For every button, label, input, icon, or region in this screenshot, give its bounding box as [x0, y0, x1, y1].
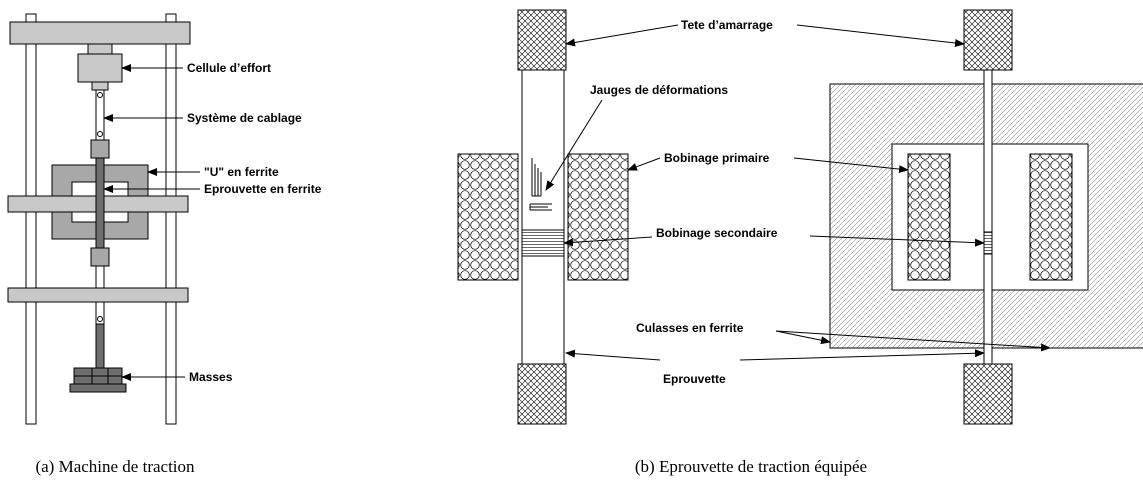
mass-plate — [73, 375, 123, 385]
strain-gauges — [529, 158, 552, 211]
primary-coil-section-right — [1029, 153, 1073, 281]
traction-machine-figure: Cellule d’effort Système de cablage "U" … — [7, 13, 322, 476]
label-specimen: Eprouvette — [663, 372, 726, 386]
specimen-side-view — [983, 65, 993, 369]
label-primary-winding: Bobinage primaire — [664, 151, 770, 165]
label-masses: Masses — [189, 370, 233, 384]
primary-coil-section-left — [907, 153, 951, 281]
upper-grip — [90, 139, 110, 159]
label-ferrite-specimen: Eprouvette en ferrite — [204, 182, 322, 196]
mass-hanger-rod — [95, 323, 105, 369]
lower-grip — [90, 247, 110, 267]
caption-b: (b) Eprouvette de traction équipée — [635, 457, 867, 476]
label-cabling-system: Système de cablage — [187, 111, 302, 125]
label-secondary-winding: Bobinage secondaire — [656, 226, 778, 240]
equipped-specimen-figure: Tete d’amarrage Jauges de déformations B… — [457, 9, 1143, 476]
primary-coil-left — [457, 153, 519, 281]
label-strain-gauges: Jauges de déformations — [590, 83, 728, 97]
label-grip-head: Tete d’amarrage — [681, 18, 773, 32]
label-ferrite-yokes: Culasses en ferrite — [636, 321, 744, 335]
grip-head-top-right — [963, 9, 1013, 71]
right-column — [165, 13, 177, 425]
grip-head-bottom-left — [517, 363, 567, 425]
grip-head-top-left — [517, 9, 567, 71]
label-load-cell: Cellule d’effort — [187, 61, 271, 75]
load-cell-neck — [87, 43, 113, 55]
secondary-winding-side — [983, 231, 993, 255]
load-cell — [77, 53, 123, 83]
load-cell-foot — [91, 81, 109, 91]
caption-a: (a) Machine de traction — [35, 457, 195, 476]
secondary-winding-band — [521, 229, 565, 257]
top-crossbeam — [9, 21, 191, 45]
mass-plate — [73, 367, 123, 377]
left-column — [25, 13, 37, 425]
grip-head-bottom-right — [963, 363, 1013, 425]
mass-base — [69, 383, 127, 393]
ferrite-specimen — [95, 157, 105, 249]
label-u-ferrite: "U" en ferrite — [204, 165, 279, 179]
primary-coil-right — [567, 153, 629, 281]
lower-crossbeam — [7, 287, 189, 303]
